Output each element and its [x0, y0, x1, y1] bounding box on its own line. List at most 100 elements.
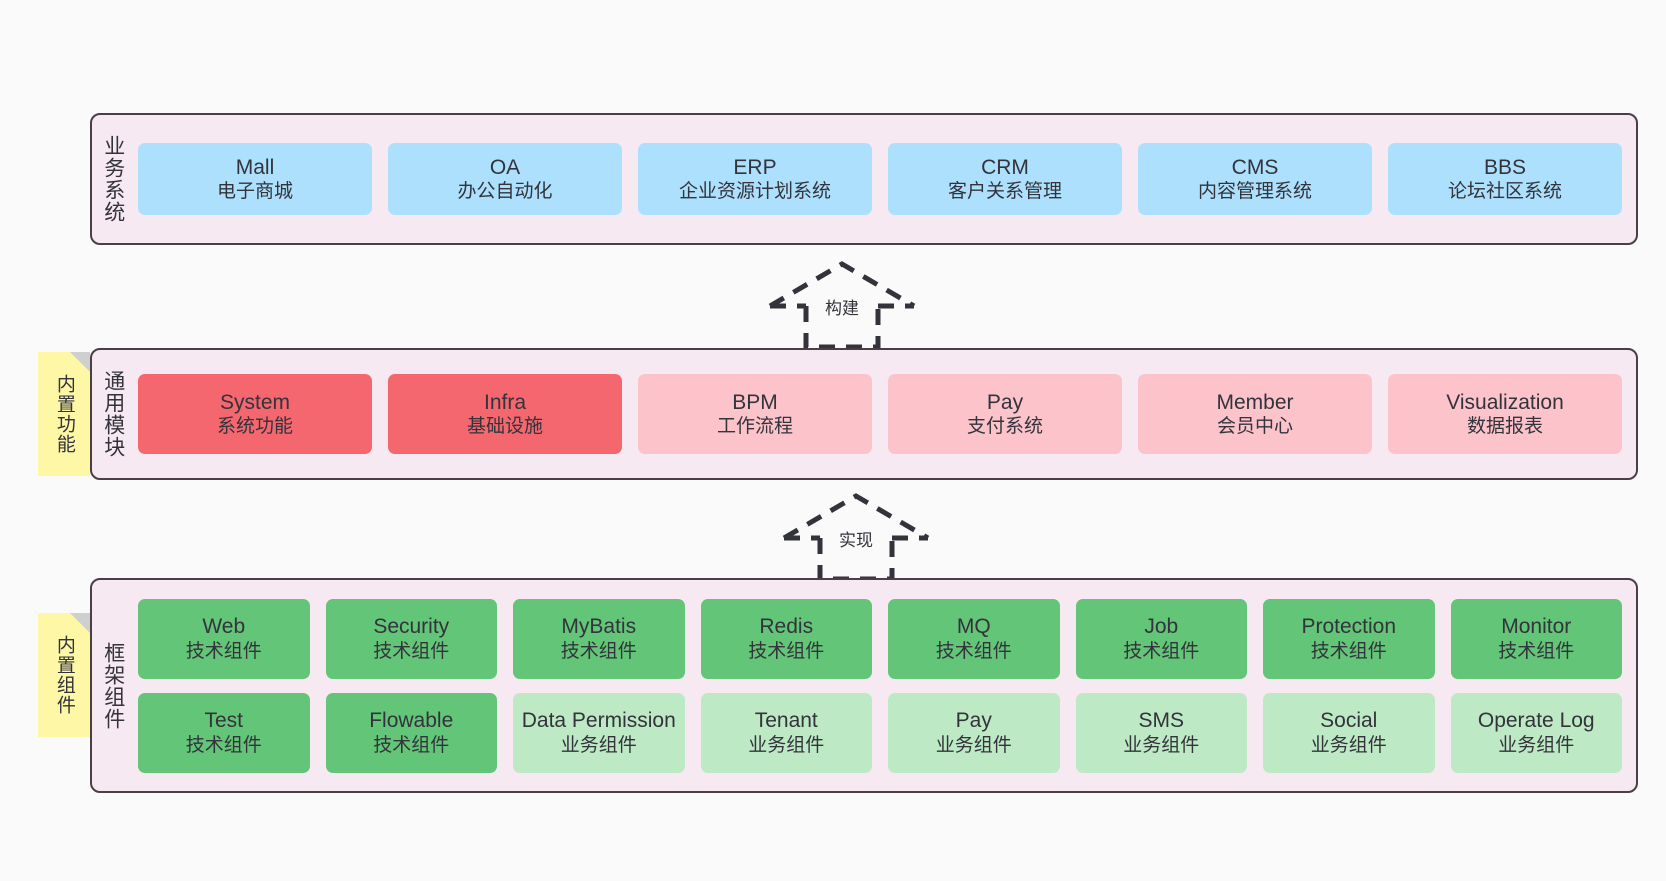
node-subtitle: 技术组件: [185, 734, 262, 756]
layer-title-framework: 框架组件: [101, 641, 125, 730]
node-member[interactable]: Member 会员中心: [1138, 374, 1372, 454]
node-title: System: [219, 390, 290, 414]
layer-body-business: Mall 电子商城 OA 办公自动化 ERP 企业资源计划系统 CRM 客户关系…: [134, 115, 1636, 243]
node-title: Job: [1144, 615, 1179, 639]
node-title: BPM: [732, 390, 778, 414]
node-security[interactable]: Security 技术组件: [325, 598, 497, 679]
node-infra[interactable]: Infra 基础设施: [388, 374, 622, 454]
node-test[interactable]: Test 技术组件: [138, 692, 310, 773]
node-subtitle: 办公自动化: [457, 181, 553, 203]
layer-body-common: System 系统功能 Infra 基础设施 BPM 工作流程 Pay 支付系统…: [134, 350, 1636, 478]
layer-title-business: 业务系统: [101, 135, 125, 223]
node-subtitle: 数据报表: [1466, 416, 1543, 438]
node-subtitle: 技术组件: [373, 734, 450, 756]
node-subtitle: 业务组件: [935, 734, 1012, 756]
node-title: Protection: [1301, 615, 1397, 639]
node-erp[interactable]: ERP 企业资源计划系统: [638, 143, 872, 215]
node-crm[interactable]: CRM 客户关系管理: [888, 143, 1122, 215]
layer-row: Test 技术组件 Flowable 技术组件 Data Permission …: [138, 692, 1622, 773]
node-title: Mall: [235, 155, 275, 179]
node-subtitle: 业务组件: [1123, 734, 1200, 756]
node-title: Pay: [986, 390, 1024, 414]
node-bbs[interactable]: BBS 论坛社区系统: [1388, 143, 1622, 215]
node-subtitle: 技术组件: [560, 640, 637, 662]
node-subtitle: 技术组件: [748, 640, 825, 662]
node-visualization[interactable]: Visualization 数据报表: [1388, 374, 1622, 454]
node-tenant[interactable]: Tenant 业务组件: [700, 692, 872, 773]
node-subtitle: 业务组件: [748, 734, 825, 756]
node-subtitle: 企业资源计划系统: [678, 181, 831, 203]
node-oa[interactable]: OA 办公自动化: [388, 143, 622, 215]
node-job[interactable]: Job 技术组件: [1075, 598, 1247, 679]
node-title: Redis: [759, 615, 814, 639]
node-mybatis[interactable]: MyBatis 技术组件: [513, 598, 685, 679]
node-title: Social: [1320, 709, 1378, 733]
note-label: 内置功能: [53, 374, 75, 454]
node-title: CRM: [981, 155, 1029, 179]
layer-business-system: 业务系统 Mall 电子商城 OA 办公自动化 ERP 企业资源计划系统 CRM…: [90, 113, 1638, 245]
node-monitor[interactable]: Monitor 技术组件: [1450, 598, 1622, 679]
node-title: Infra: [483, 390, 527, 414]
node-subtitle: 技术组件: [935, 640, 1012, 662]
node-subtitle: 技术组件: [1310, 640, 1387, 662]
node-subtitle: 业务组件: [1498, 734, 1575, 756]
connector-realize-arrow: 实现: [776, 490, 936, 585]
node-title: Data Permission: [521, 709, 676, 733]
connector-build-label: 构建: [823, 294, 861, 319]
layer-row: System 系统功能 Infra 基础设施 BPM 工作流程 Pay 支付系统…: [138, 374, 1622, 454]
node-subtitle: 技术组件: [185, 640, 262, 662]
node-title: Member: [1216, 390, 1294, 414]
node-web[interactable]: Web 技术组件: [138, 598, 310, 679]
node-redis[interactable]: Redis 技术组件: [700, 598, 872, 679]
node-title: Flowable: [369, 709, 454, 733]
node-title: Pay: [955, 709, 992, 733]
node-protection[interactable]: Protection 技术组件: [1263, 598, 1435, 679]
node-pay-module[interactable]: Pay 支付系统: [888, 374, 1122, 454]
node-sms[interactable]: SMS 业务组件: [1075, 692, 1247, 773]
layer-body-framework: Web 技术组件 Security 技术组件 MyBatis 技术组件 Redi…: [134, 580, 1636, 791]
node-subtitle: 技术组件: [373, 640, 450, 662]
node-title: SMS: [1138, 709, 1184, 733]
node-flowable[interactable]: Flowable 技术组件: [325, 692, 497, 773]
node-mall[interactable]: Mall 电子商城: [138, 143, 372, 215]
connector-build-arrow: 构建: [762, 258, 922, 353]
node-data-permission[interactable]: Data Permission 业务组件: [513, 692, 685, 773]
node-operate-log[interactable]: Operate Log 业务组件: [1450, 692, 1622, 773]
node-title: Monitor: [1501, 615, 1572, 639]
node-title: Web: [202, 615, 246, 639]
note-builtin-features: 内置功能: [38, 352, 90, 476]
node-title: Visualization: [1446, 390, 1564, 414]
node-mq[interactable]: MQ 技术组件: [888, 598, 1060, 679]
node-subtitle: 基础设施: [466, 416, 543, 438]
node-title: BBS: [1483, 155, 1527, 179]
note-label: 内置组件: [53, 635, 75, 715]
layer-row: Mall 电子商城 OA 办公自动化 ERP 企业资源计划系统 CRM 客户关系…: [138, 143, 1622, 215]
node-system[interactable]: System 系统功能: [138, 374, 372, 454]
node-subtitle: 内容管理系统: [1197, 181, 1312, 203]
node-title: MQ: [956, 615, 991, 639]
node-subtitle: 支付系统: [966, 416, 1043, 438]
note-builtin-components: 内置组件: [38, 613, 90, 737]
node-subtitle: 技术组件: [1498, 640, 1575, 662]
layer-framework-component: 框架组件 Web 技术组件 Security 技术组件 MyBatis 技术组件…: [90, 578, 1638, 793]
node-title: ERP: [733, 155, 777, 179]
node-title: Security: [373, 615, 450, 639]
node-subtitle: 会员中心: [1216, 416, 1293, 438]
node-subtitle: 电子商城: [216, 181, 293, 203]
node-title: Tenant: [754, 709, 818, 733]
node-title: CMS: [1231, 155, 1279, 179]
node-subtitle: 技术组件: [1123, 640, 1200, 662]
node-title: Operate Log: [1477, 709, 1595, 733]
layer-row: Web 技术组件 Security 技术组件 MyBatis 技术组件 Redi…: [138, 598, 1622, 679]
node-subtitle: 工作流程: [716, 416, 793, 438]
node-title: MyBatis: [561, 615, 637, 639]
node-subtitle: 论坛社区系统: [1447, 181, 1562, 203]
node-bpm[interactable]: BPM 工作流程: [638, 374, 872, 454]
node-social[interactable]: Social 业务组件: [1263, 692, 1435, 773]
node-pay-component[interactable]: Pay 业务组件: [888, 692, 1060, 773]
node-title: Test: [204, 709, 243, 733]
node-subtitle: 业务组件: [560, 734, 637, 756]
node-cms[interactable]: CMS 内容管理系统: [1138, 143, 1372, 215]
node-subtitle: 业务组件: [1310, 734, 1387, 756]
